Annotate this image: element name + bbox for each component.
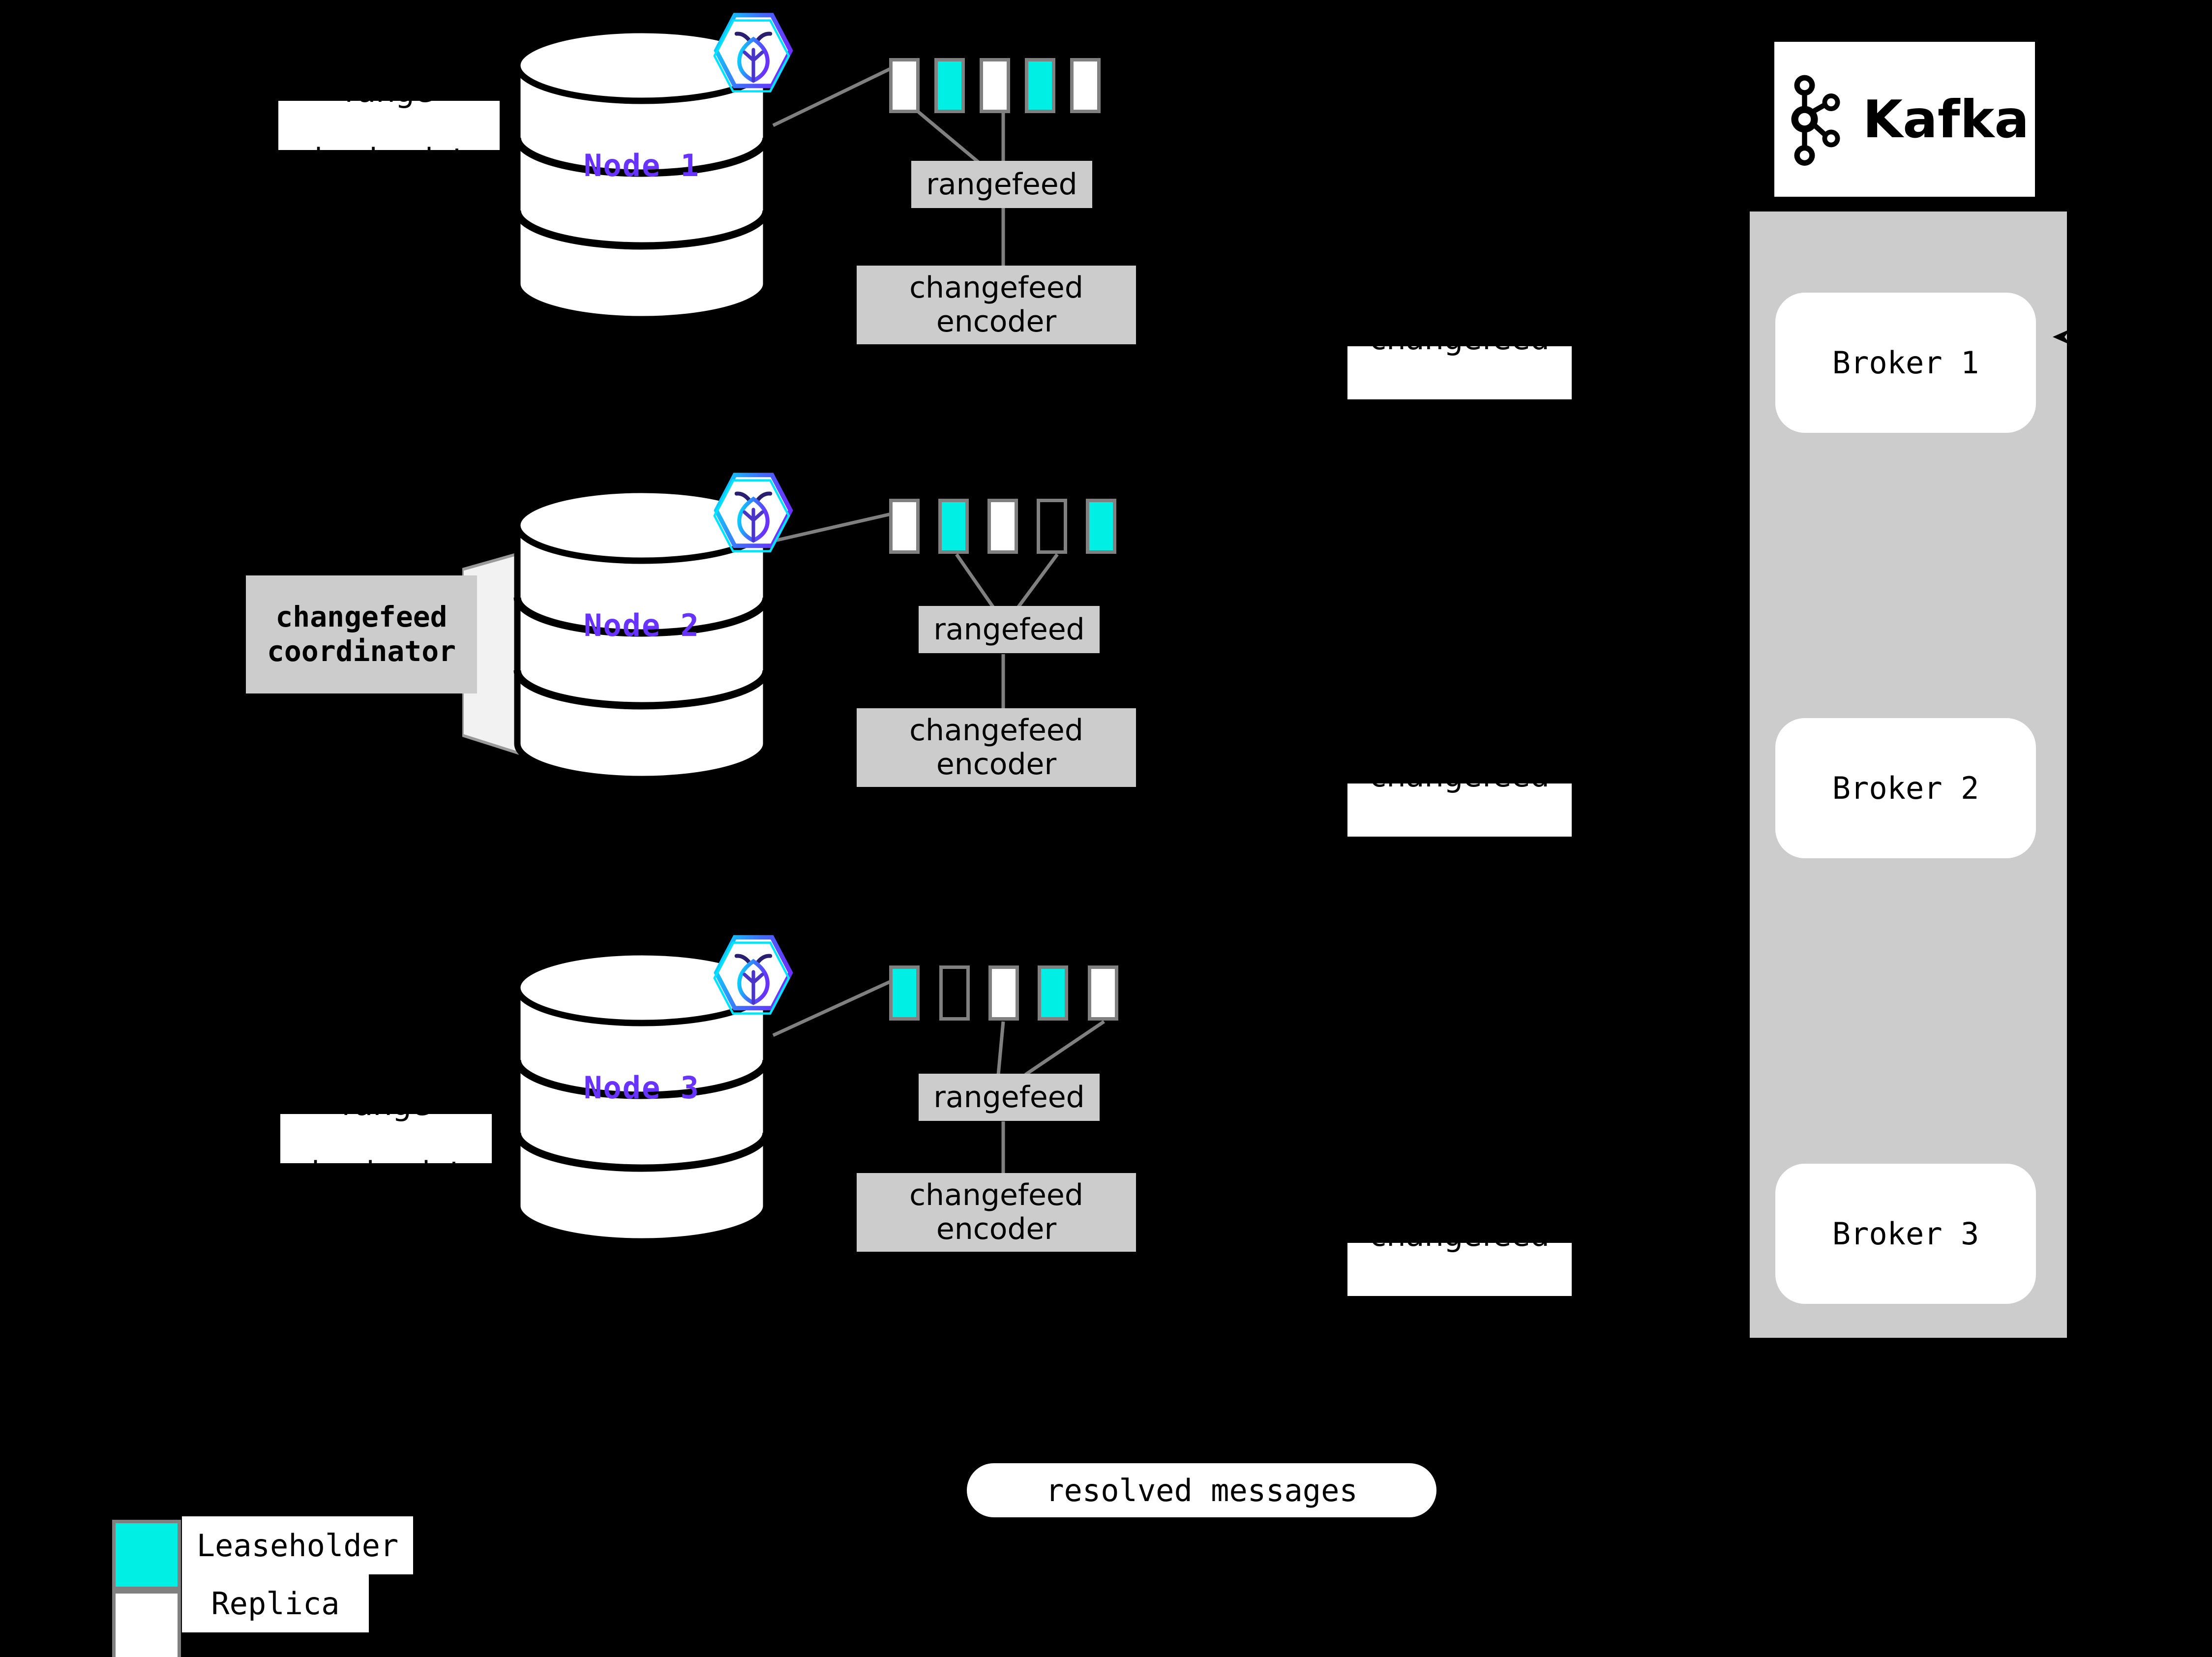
resolved-messages-pill[interactable]: resolved messages [967, 1463, 1436, 1517]
range-checkpoints-line2: checkpoints [298, 141, 480, 178]
coordinator-line1: changefeed [275, 600, 448, 634]
changefeed-messages-label-1: changefeed messages [1347, 321, 1572, 424]
rangefeed-box-node-1[interactable]: rangefeed [911, 161, 1092, 208]
kafka-node-graph-icon [1791, 75, 1840, 166]
range-checkpoints-line1: range [341, 1086, 431, 1122]
msg-line1: changefeed [1370, 757, 1550, 794]
node-1-cylinder: Node 1 [511, 27, 772, 322]
legend-swatch-replica [112, 1590, 181, 1657]
range-checkpoints-label-node-3: range checkpoints [280, 1087, 492, 1190]
encoder-line2: encoder [936, 304, 1057, 339]
cockroachdb-hexagon-icon [709, 470, 798, 558]
range-checkpoints-line1: range [344, 73, 434, 109]
coordinator-line2: coordinator [267, 634, 456, 668]
msg-line1: changefeed [1370, 320, 1550, 357]
encoder-line1: changefeed [909, 713, 1083, 748]
node-1-label: Node 1 [584, 148, 700, 183]
changefeed-messages-label-3: changefeed messages [1347, 1218, 1572, 1321]
legend-label-replica: Replica [182, 1574, 369, 1632]
rangefeed-box-node-3[interactable]: rangefeed [919, 1074, 1100, 1121]
range-replica[interactable] [1088, 965, 1118, 1021]
broker-box-2[interactable]: Broker 2 [1775, 718, 2036, 858]
rangefeed-box-node-2[interactable]: rangefeed [919, 606, 1100, 653]
encoder-line2: encoder [936, 1212, 1057, 1246]
cockroachdb-hexagon-icon [709, 10, 798, 98]
encoder-line1: changefeed [909, 1178, 1083, 1212]
changefeed-coordinator-box[interactable]: changefeed coordinator [246, 575, 477, 693]
cockroachdb-hexagon-icon [709, 932, 798, 1021]
range-leaseholder[interactable] [1086, 499, 1116, 554]
range-replica[interactable] [987, 499, 1018, 554]
changefeed-messages-label-2: changefeed messages [1347, 758, 1572, 861]
node-3-cylinder: Node 3 [511, 949, 772, 1244]
msg-line1: changefeed [1370, 1217, 1550, 1253]
node-3-label: Node 3 [584, 1070, 700, 1106]
range-replica[interactable] [889, 58, 920, 113]
broker-box-3[interactable]: Broker 3 [1775, 1164, 2036, 1304]
kafka-logo-box: Kafka [1774, 42, 2035, 197]
legend-swatch-leaseholder [112, 1520, 181, 1590]
kafka-inbound-arrow-icon [2052, 327, 2071, 347]
range-leaseholder[interactable] [934, 58, 965, 113]
msg-line2: messages [1383, 1285, 1536, 1322]
legend-label-leaseholder: Leaseholder [182, 1516, 413, 1574]
range-replica[interactable] [889, 499, 920, 554]
range-leaseholder[interactable] [1025, 58, 1055, 113]
node-2-cylinder: Node 2 [511, 487, 772, 782]
msg-line2: messages [1383, 389, 1536, 425]
range-replica[interactable] [988, 965, 1019, 1021]
range-checkpoints-label-node-1: range checkpoints [278, 74, 500, 177]
range-empty[interactable] [1037, 499, 1067, 554]
range-checkpoints-line2: checkpoints [295, 1154, 478, 1191]
msg-line2: messages [1383, 826, 1536, 862]
range-leaseholder[interactable] [889, 965, 920, 1021]
range-replica[interactable] [1070, 58, 1101, 113]
kafka-wordmark: Kafka [1862, 89, 2030, 150]
encoder-line1: changefeed [909, 271, 1083, 305]
encoder-line2: encoder [936, 747, 1057, 782]
node-2-label: Node 2 [584, 607, 700, 643]
range-leaseholder[interactable] [938, 499, 969, 554]
range-replica[interactable] [980, 58, 1010, 113]
broker-box-1[interactable]: Broker 1 [1775, 293, 2036, 433]
range-leaseholder[interactable] [1038, 965, 1068, 1021]
range-empty[interactable] [939, 965, 970, 1021]
